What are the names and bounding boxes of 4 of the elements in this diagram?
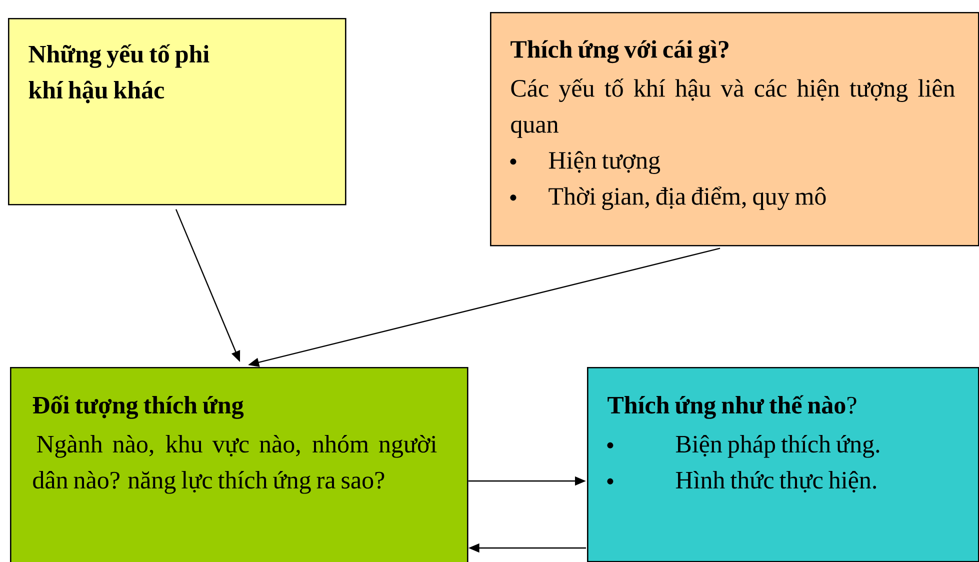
method-box: Thích ứng như thế nào? Biện pháp thích ứng. Hình thức thực hiện. bbox=[587, 367, 979, 562]
subject-box: Đối tượng thích ứng Ngành nào, khu vực nào, nhóm người dân nào? năng lực thích ứng ra sao? bbox=[10, 367, 468, 562]
question-box: Thích ứng với cái gì? Các yếu tố khí hậu và các hiện tượng liên quan Hiện tượng Thời gian, địa điểm, quy mô bbox=[490, 12, 979, 246]
factor-box: Những yếu tố phi khí hậu khác bbox=[8, 18, 346, 206]
